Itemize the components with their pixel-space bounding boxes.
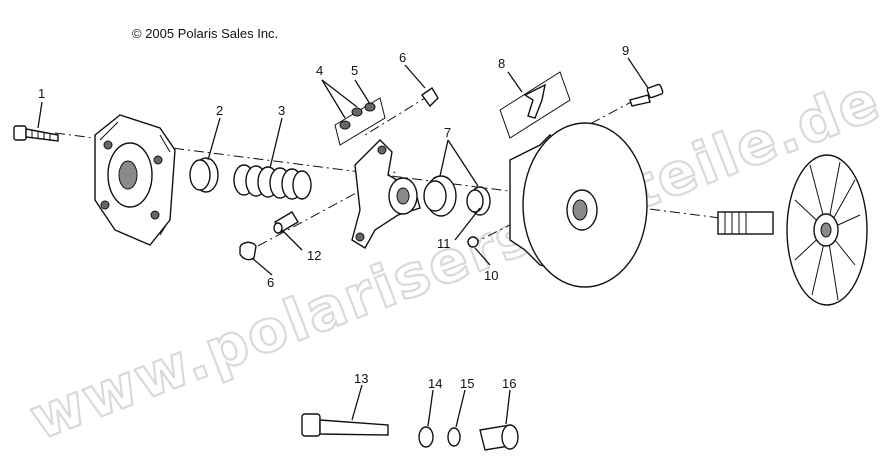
part-spring-3 xyxy=(233,164,312,200)
callout-1: 1 xyxy=(38,86,45,101)
watermark-text: www.polarisersatzteile.de xyxy=(21,65,889,453)
part-nut-10 xyxy=(467,236,479,248)
callout-10: 10 xyxy=(484,268,498,283)
callout-12: 12 xyxy=(307,248,321,263)
callout-15: 15 xyxy=(460,376,474,391)
callout-4: 4 xyxy=(316,63,323,78)
callout-13: 13 xyxy=(354,371,368,386)
callout-14: 14 xyxy=(428,376,442,391)
callout-6-bottom: 6 xyxy=(267,275,274,290)
part-spider xyxy=(351,139,421,249)
copyright-notice: © 2005 Polaris Sales Inc. xyxy=(132,26,279,41)
callout-11: 11 xyxy=(437,236,451,251)
part-bolt-9 xyxy=(629,83,664,107)
part-cover-plate xyxy=(94,114,176,246)
axis-9 xyxy=(559,99,636,141)
axis-6-top xyxy=(364,94,431,136)
part-roller-6-upper xyxy=(421,86,439,108)
callout-5: 5 xyxy=(351,63,358,78)
part-ring-2 xyxy=(189,157,219,193)
callouts: 1 2 3 4 5 6 7 8 9 6 10 11 12 13 14 15 16 xyxy=(38,43,629,391)
part-weight-8 xyxy=(499,71,571,139)
part-bolt-13 xyxy=(301,413,389,437)
callout-8: 8 xyxy=(498,56,505,71)
callout-2: 2 xyxy=(216,103,223,118)
callout-16: 16 xyxy=(502,376,516,391)
callout-9: 9 xyxy=(622,43,629,58)
part-washers-4-5 xyxy=(334,97,386,146)
callout-6-top: 6 xyxy=(399,50,406,65)
callout-7: 7 xyxy=(444,125,451,140)
part-fixed-sheave xyxy=(717,154,868,306)
part-bolt-1 xyxy=(13,125,59,142)
watermark: www.polarisersatzteile.de xyxy=(20,64,889,454)
part-pin-12 xyxy=(273,211,299,234)
part-roller-6-lower xyxy=(239,241,257,261)
callout-3: 3 xyxy=(278,103,285,118)
part-washers-14-15 xyxy=(418,426,461,448)
part-spacer-16 xyxy=(479,424,519,451)
leader-lines xyxy=(37,57,649,428)
part-moveable-sheave xyxy=(509,122,648,288)
part-bushings-7 xyxy=(423,175,491,217)
